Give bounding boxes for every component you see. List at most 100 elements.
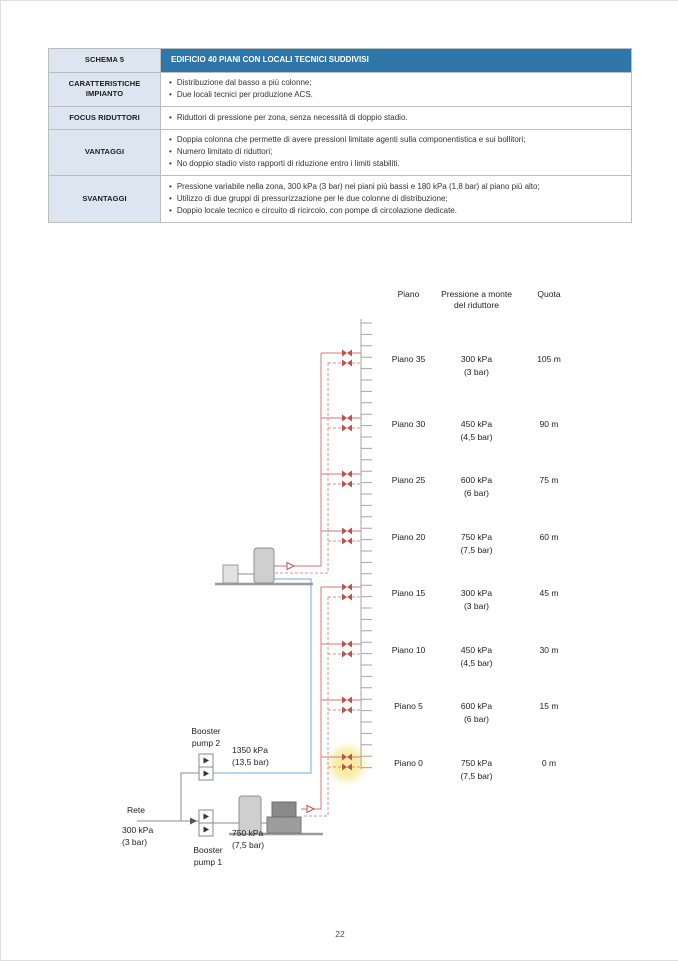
booster1-bar: (7,5 bar) [232, 840, 265, 850]
floor-row-5: Piano 5 600 kPa (6 bar) 15 m [1, 700, 678, 730]
pressure-bar: (6 bar) [463, 488, 490, 498]
pressure-bar: (3 bar) [463, 367, 490, 377]
diagram-header-row: Piano Pressione a monte del riduttore Qu… [1, 289, 678, 319]
row-content: Doppia colonna che permette di avere pre… [160, 128, 632, 176]
floor-pressure: 750 kPa (7,5 bar) [439, 531, 514, 557]
bullet-item: Doppio locale tecnico e circuito di rici… [169, 206, 623, 217]
floor-quota: 75 m [539, 475, 559, 485]
bullet-item: Doppia colonna che permette di avere pre… [169, 135, 623, 146]
floor-quota: 45 m [539, 588, 559, 598]
mains-arrowhead [190, 817, 197, 825]
floor-quota: 0 m [541, 758, 557, 768]
pressure-kpa: 750 kPa [460, 758, 493, 768]
schema-title: EDIFICIO 40 PIANI CON LOCALI TECNICI SUD… [160, 48, 632, 73]
table-row-vantaggi: VANTAGGI Doppia colonna che permette di … [48, 128, 632, 176]
row-label: VANTAGGI [48, 128, 161, 176]
pressure-bar: (6 bar) [463, 714, 490, 724]
floor-row-0: Piano 0 750 kPa (7,5 bar) 0 m [1, 757, 678, 787]
pressure-kpa: 300 kPa [460, 354, 493, 364]
booster-pump-1 [198, 809, 214, 837]
bullet-text: Doppia colonna che permette di avere pre… [176, 135, 526, 144]
bottom-pump-base [266, 816, 302, 834]
bullet-item: Distribuzione dal basso a più colonne; [169, 78, 623, 89]
floor-row-20: Piano 20 750 kPa (7,5 bar) 60 m [1, 531, 678, 561]
bullet-text: Doppio locale tecnico e circuito di rici… [176, 205, 457, 215]
floor-pressure: 300 kPa (3 bar) [439, 587, 514, 613]
floor-piano-label: Piano 35 [391, 354, 426, 364]
row-label: FOCUS RIDUTTORI [48, 106, 161, 130]
floor-pressure: 450 kPa (4,5 bar) [439, 418, 514, 444]
pressure-bar: (4,5 bar) [460, 432, 493, 442]
pressure-bar: (7,5 bar) [460, 545, 493, 555]
bullet-item: No doppio stadio visto rapporti di riduz… [169, 159, 623, 170]
bullet-item: Due locali tecnici per produzione ACS. [169, 90, 623, 101]
header-pressure-line1: Pressione a monte [441, 289, 512, 299]
pressure-kpa: 600 kPa [460, 475, 493, 485]
page-number: 22 [335, 929, 345, 939]
booster1-label-line1: Booster [193, 845, 223, 855]
floor-piano-label: Piano 20 [391, 532, 426, 542]
booster1-kpa: 750 kPa [232, 828, 264, 838]
booster-pump-1-label: Booster pump 1 [181, 844, 235, 868]
floor-piano-label: Piano 0 [394, 758, 423, 768]
row-label: SVANTAGGI [48, 175, 161, 223]
floor-quota: 105 m [537, 354, 561, 364]
booster-pump-2-label: Booster pump 2 [179, 725, 233, 749]
rete-kpa: 300 kPa [122, 825, 154, 835]
bullet-item: Riduttori di pressione per zona, senza n… [169, 113, 623, 124]
pressure-kpa: 450 kPa [460, 645, 493, 655]
pressure-kpa: 600 kPa [460, 701, 493, 711]
floor-row-10: Piano 10 450 kPa (4,5 bar) 30 m [1, 644, 678, 674]
pressure-kpa: 450 kPa [460, 419, 493, 429]
bottom-pump-arrow [306, 804, 316, 814]
row-label: CARATTERISTICHE IMPIANTO [48, 71, 161, 107]
table-row-focus: FOCUS RIDUTTORI Riduttori di pressione p… [48, 106, 632, 130]
booster1-label-line2: pump 1 [193, 857, 223, 867]
table-row-svantaggi: SVANTAGGI Pressione variabile nella zona… [48, 175, 632, 223]
floor-pressure: 600 kPa (6 bar) [439, 474, 514, 500]
bottom-pump-motor [271, 801, 297, 818]
floor-quota: 15 m [539, 701, 559, 711]
pressure-bar: (4,5 bar) [460, 658, 493, 668]
floor-pressure: 750 kPa (7,5 bar) [439, 757, 514, 783]
bullet-text: Numero limitato di riduttori; [176, 147, 273, 156]
floor-piano-label: Piano 25 [391, 475, 426, 485]
header-pressure: Pressione a monte del riduttore [439, 289, 514, 311]
schema-table: SCHEMA 5 EDIFICIO 40 PIANI CON LOCALI TE… [48, 48, 632, 223]
floor-piano-label: Piano 5 [394, 701, 423, 711]
schema-number-label: SCHEMA 5 [48, 48, 161, 73]
pressure-bar: (3 bar) [463, 601, 490, 611]
floor-row-35: Piano 35 300 kPa (3 bar) 105 m [1, 353, 678, 383]
booster-pump-2-pressure: 1350 kPa (13,5 bar) [232, 744, 269, 768]
floor-row-30: Piano 30 450 kPa (4,5 bar) 90 m [1, 418, 678, 448]
table-header-row: SCHEMA 5 EDIFICIO 40 PIANI CON LOCALI TE… [48, 48, 632, 73]
bullet-text: Due locali tecnici per produzione ACS. [176, 90, 313, 99]
mid-pump-unit [222, 564, 239, 584]
floor-row-15: Piano 15 300 kPa (3 bar) 45 m [1, 587, 678, 617]
row-content: Distribuzione dal basso a più colonne; D… [160, 71, 632, 107]
row-content: Riduttori di pressione per zona, senza n… [160, 106, 632, 130]
floor-quota: 90 m [539, 419, 559, 429]
floor-row-25: Piano 25 600 kPa (6 bar) 75 m [1, 474, 678, 504]
booster-pump-1-pressure: 750 kPa (7,5 bar) [232, 827, 264, 851]
floor-piano-label: Piano 30 [391, 419, 426, 429]
mid-pump-arrow [286, 561, 296, 571]
header-quota: Quota [537, 289, 561, 299]
bullet-item: Pressione variabile nella zona, 300 kPa … [169, 182, 623, 193]
rete-label: Rete [127, 805, 145, 815]
floor-piano-label: Piano 15 [391, 588, 426, 598]
bullet-text: Riduttori di pressione per zona, senza n… [176, 112, 408, 122]
row-content: Pressione variabile nella zona, 300 kPa … [160, 175, 632, 223]
booster2-label-line2: pump 2 [191, 738, 221, 748]
rete-pressure: 300 kPa (3 bar) [122, 824, 153, 848]
booster2-kpa: 1350 kPa [232, 745, 268, 755]
pressure-kpa: 300 kPa [460, 588, 493, 598]
booster2-label-line1: Booster [191, 726, 221, 736]
bullet-text: Pressione variabile nella zona, 300 kPa … [176, 181, 540, 191]
floor-quota: 30 m [539, 645, 559, 655]
table-row-caratteristiche: CARATTERISTICHE IMPIANTO Distribuzione d… [48, 71, 632, 107]
floor-pressure: 450 kPa (4,5 bar) [439, 644, 514, 670]
pressure-kpa: 750 kPa [460, 532, 493, 542]
floor-pressure: 300 kPa (3 bar) [439, 353, 514, 379]
